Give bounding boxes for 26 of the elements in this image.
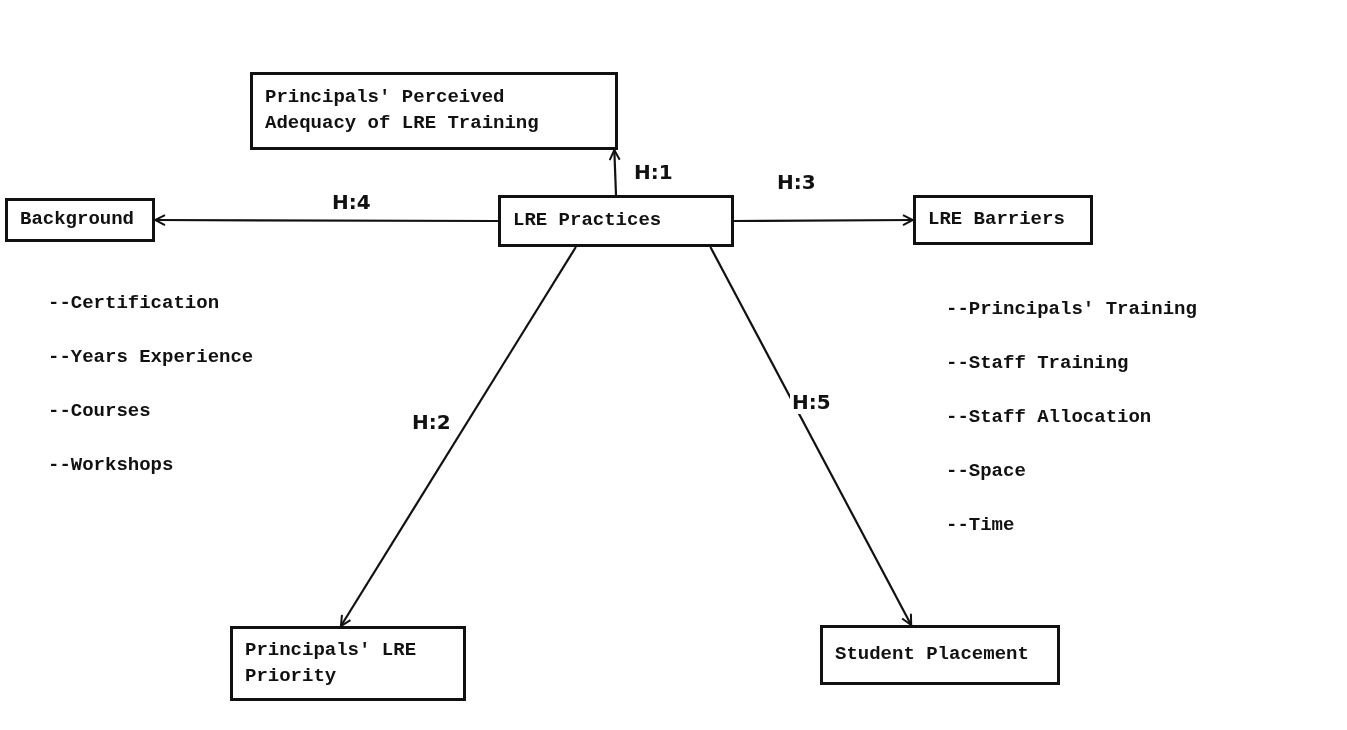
box-text: Student Placement	[835, 642, 1030, 668]
arrow	[339, 246, 577, 627]
text-box	[5, 198, 155, 242]
box-text: Background	[20, 207, 136, 233]
list-item: --Workshops	[48, 454, 174, 476]
list-item: --Space	[946, 460, 1026, 482]
box-text: Principals' LRE Priority	[245, 637, 418, 689]
text-box	[820, 625, 1060, 685]
box-text: Principals' Perceived Adequacy of LRE Training	[265, 85, 540, 136]
list-item: --Courses	[48, 400, 151, 422]
list-item: --Staff Allocation	[946, 406, 1152, 428]
arrow	[734, 214, 914, 227]
arrow	[154, 214, 498, 227]
arrow	[709, 246, 913, 626]
list-item: --Time	[946, 514, 1015, 536]
list-item: --Certification	[48, 292, 220, 314]
box-text: LRE Practices	[513, 208, 663, 234]
list-item: --Principals' Training	[946, 298, 1197, 320]
box-text: LRE Barriers	[928, 207, 1066, 233]
text-box	[498, 195, 734, 247]
text-box	[913, 195, 1093, 245]
text-box	[250, 72, 618, 150]
list-item: --Years Experience	[48, 346, 254, 368]
arrow	[608, 149, 621, 196]
text-box	[230, 626, 466, 701]
list-item: --Staff Training	[946, 352, 1129, 374]
